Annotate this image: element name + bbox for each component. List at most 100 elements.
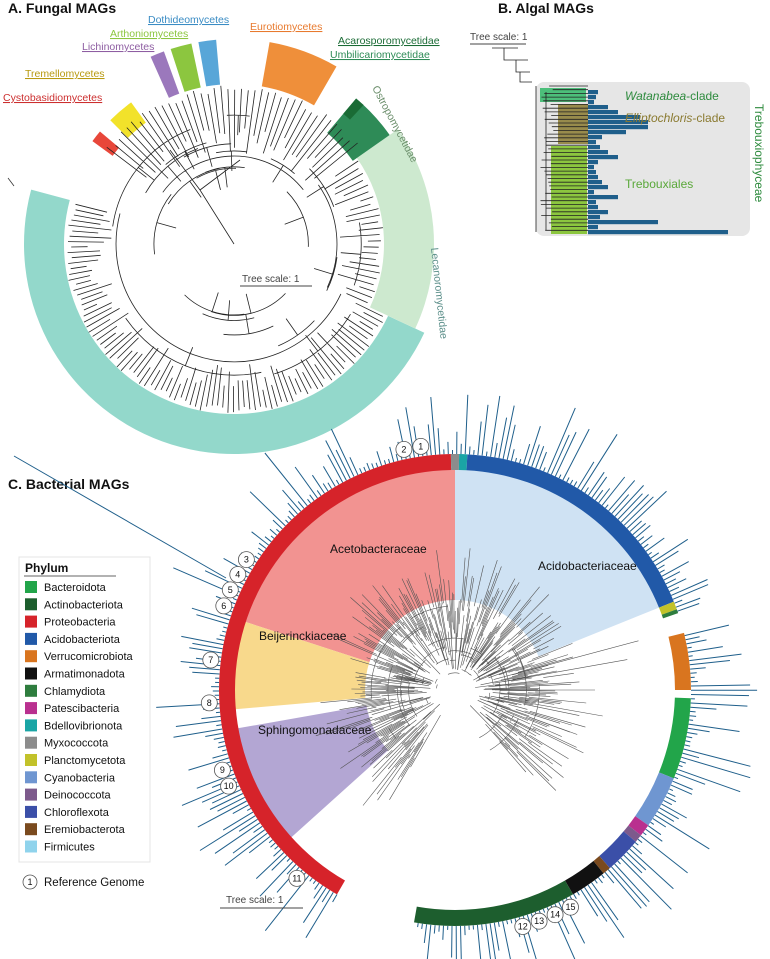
reference-legend-text: Reference Genome [44,877,144,889]
legend-label-armatimonadota: Armatimonadota [44,669,126,681]
reference-number-14: 14 [550,910,560,920]
arthoniomycetes-band [170,43,201,92]
panel-b-bar [588,95,596,100]
panel-a: A. Fungal MAGs Dothideomycetes Arthoniom… [3,0,450,455]
label-elliptochloris-clade: Elliptochloris-clade [625,111,725,125]
panel-b-bar [588,200,596,205]
ring-segment-verrucomicrobiota [668,632,691,690]
panel-b-bar [588,175,598,180]
reference-marker-13 [530,912,548,930]
legend-swatch-patescibacteria [25,702,37,715]
ring-segment-acidobacteriota [466,454,674,608]
panel-b-bar [588,150,608,155]
panel-c-center [365,600,545,780]
umbilicariomycetidae-band [327,98,390,161]
reference-number-15: 15 [565,902,575,912]
legend-label-firmicutes: Firmicutes [44,842,95,854]
panel-b-bar [588,145,600,150]
reference-number-5: 5 [228,585,233,595]
panel-c-long-bar [13,455,227,579]
label-acetobacteraceae: Acetobacteraceae [330,542,427,556]
lecanoromycetidae-band [23,189,425,455]
reference-number-8: 8 [207,698,212,708]
reference-marker-2 [395,440,413,458]
label-trebouxiales: Trebouxiales [625,177,693,191]
reference-number-9: 9 [220,765,225,775]
legend-swatch-planctomycetota [25,754,37,766]
reference-number-6: 6 [221,601,226,611]
ring-segment-cyanobacteria [635,772,674,826]
legend-swatch-firmicutes [25,840,37,853]
panel-a-branches [67,85,383,413]
panel-b-bar [588,160,598,165]
legend-swatch-chloroflexota [25,805,37,818]
legend-label-bacteroidota: Bacteroidota [44,582,107,594]
legend-label-verrucomicrobiota: Verrucomicrobiota [44,651,134,663]
reference-legend: 1 Reference Genome [22,874,144,890]
legend-swatch-actinobacteriota [25,598,37,611]
label-trebouxiophyceae: Trebouxiophyceae [752,104,766,203]
legend-swatch-armatimonadota [25,667,37,680]
reference-number-4: 4 [235,570,240,580]
panel-b-bar [588,115,640,120]
panel-a-title: A. Fungal MAGs [8,0,116,16]
panel-b-bar [588,100,594,105]
legend-label-patescibacteria: Patescibacteria [44,703,120,715]
eurotiomycetes-band [261,42,337,106]
ring-segment-chlamydiota [661,609,679,619]
reference-marker-5 [221,581,239,599]
reference-legend-marker [22,874,38,890]
legend-swatch-eremiobacterota [25,823,37,836]
panel-b-bar [588,190,594,195]
panel-b-branches [492,47,588,232]
legend-label-eremiobacterota: Eremiobacterota [44,824,126,836]
panel-b-bar [588,165,594,170]
cystobasidiomycetes-band [92,131,120,156]
panel-c-scale-text: Tree scale: 1 [226,895,284,906]
legend-label-deinococcota: Deinococcota [44,790,112,802]
legend-swatch-bdellovibrionota [25,719,37,732]
reference-marker-3 [237,551,255,568]
elliptochloris-suffix: -clade [692,111,725,125]
label-lecanoromycetidae: Lecanoromycetidae [428,247,450,340]
panel-b-bar [588,170,596,175]
panel-b-bar [588,120,648,125]
legend-label-proteobacteria: Proteobacteria [44,617,116,629]
reference-marker-12 [514,918,532,935]
ring-segment-patescibacteria [628,816,649,836]
label-acarosporomycetidae: Acarosporomycetidae [338,35,440,47]
legend-swatch-verrucomicrobiota [25,650,37,663]
ring-segment-eremiobacterota [593,856,610,874]
reference-number-10: 10 [224,781,234,791]
legend-label-chloroflexota: Chloroflexota [44,807,110,819]
legend-swatch-cyanobacteria [25,771,37,784]
legend-label-myxococcota: Myxococcota [44,738,109,750]
panel-c-phylum-ring [218,454,691,926]
label-acidobacteriaceae: Acidobacteriaceae [538,559,637,573]
legend-items: BacteroidotaActinobacteriotaProteobacter… [25,581,134,854]
panel-b-bar [588,225,598,230]
label-beijerinckiaceae: Beijerinckiaceae [259,629,347,643]
legend-swatch-proteobacteria [25,615,37,628]
legend-box [18,556,151,863]
ring-segment-chloroflexota [599,831,636,869]
reference-marker-1 [412,437,430,455]
legend-swatch-bacteroidota [25,581,37,593]
watanabea-highlight [540,88,586,102]
ring-segment-planctomycetota [658,601,677,615]
dothideomycetes-band [198,39,221,87]
ring-segment-deinococcota [623,825,641,842]
ring-segment-armatimonadota [565,860,604,895]
panel-b-tree [492,47,588,232]
panel-a-tree [7,85,383,413]
panel-c-title: C. Bacterial MAGs [8,476,130,492]
panel-b: B. Algal MAGs Tree scale: 1 Watanabea-cl… [470,0,766,236]
label-arthoniomycetes: Arthoniomycetes [110,28,188,40]
panel-b-bar [588,230,728,235]
panel-b-bar [588,130,626,135]
reference-marker-7 [202,651,220,669]
legend-label-chlamydiota: Chlamydiota [44,686,106,698]
label-dothideomycetes: Dothideomycetes [148,14,229,26]
